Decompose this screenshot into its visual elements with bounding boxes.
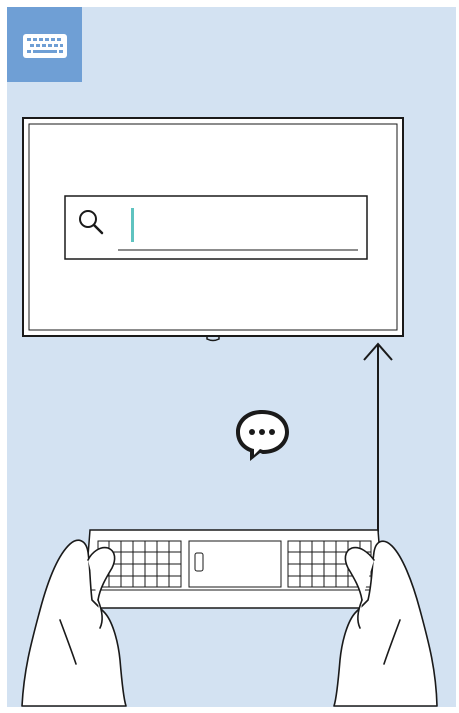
tv-search-box [65, 196, 367, 259]
remote-control-with-keyboard [84, 530, 384, 608]
remote-to-tv-arrow [364, 344, 392, 532]
right-hand [334, 541, 437, 706]
touchpad-button [195, 553, 203, 571]
text-cursor [131, 208, 134, 242]
chat-bubble-icon [236, 410, 289, 461]
left-hand [22, 540, 126, 706]
